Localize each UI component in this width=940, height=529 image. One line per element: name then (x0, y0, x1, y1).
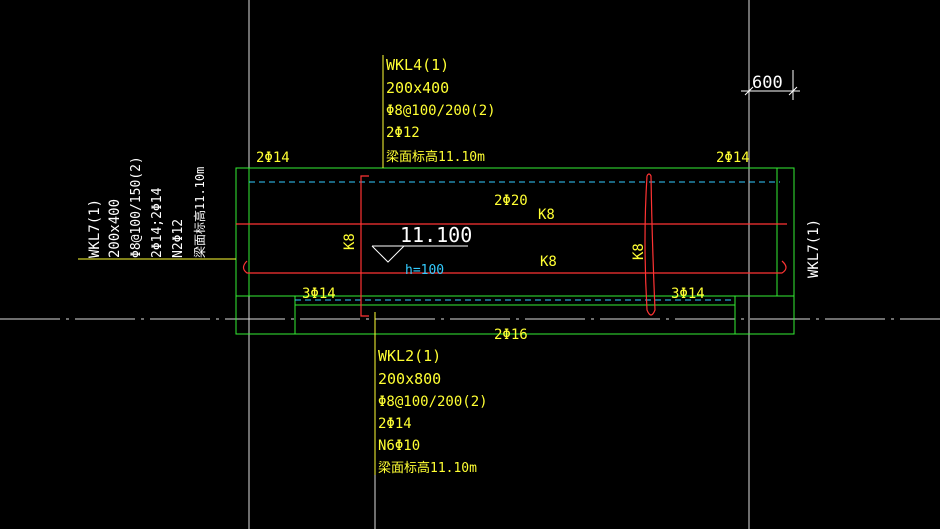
bottom-beam-bar: 2Φ14 (378, 416, 412, 432)
beam-outer-rect (235, 167, 795, 335)
label-lower-k: K8 (540, 254, 557, 270)
rebar-lower (242, 260, 787, 274)
bottom-beam-elevation: 梁面标高11.10m (378, 460, 477, 476)
bottom-beam-stirrup: Φ8@100/200(2) (378, 394, 488, 410)
left-beam-stirrup: Φ8@100/150(2) (129, 156, 144, 258)
label-top-middle: 2Φ20 (494, 193, 528, 209)
column-right (734, 295, 795, 335)
offset-text: h=100 (405, 263, 444, 278)
label-bottom-left: 3Φ14 (302, 286, 336, 302)
dimension-text: 600 (752, 73, 783, 93)
leader-lines (78, 55, 384, 475)
left-beam-side-bar: N2Φ12 (171, 219, 186, 258)
bottom-beam-side-bar: N6Φ10 (378, 438, 420, 454)
dimension-600 (741, 70, 800, 100)
axis-lines (248, 0, 750, 529)
stirrup-left (360, 175, 369, 317)
top-beam-name: WKL4(1) (386, 56, 449, 74)
label-bottom-middle: 2Φ16 (494, 327, 528, 343)
right-beam-name: WKL7(1) (806, 219, 822, 278)
label-right-k: K8 (631, 243, 647, 260)
level-symbol (371, 245, 468, 263)
column-left (235, 295, 296, 335)
top-beam-elevation: 梁面标高11.10m (386, 149, 485, 165)
level-triangle (371, 245, 405, 263)
left-beam-bars: 2Φ14;2Φ14 (150, 187, 165, 258)
slab-level-text: 11.100 (400, 223, 472, 247)
label-top-left: 2Φ14 (256, 150, 290, 166)
dim-tick-left (744, 86, 754, 96)
label-upper-k: K8 (538, 207, 555, 223)
left-beam-size: 200x400 (107, 199, 123, 258)
left-beam-name: WKL7(1) (87, 199, 103, 258)
bottom-beam-name: WKL2(1) (378, 347, 441, 365)
stirrup-right (644, 173, 656, 316)
label-left-k: K8 (342, 233, 358, 250)
label-top-right: 2Φ14 (716, 150, 750, 166)
dim-tick-right (788, 86, 798, 96)
top-beam-size: 200x400 (386, 79, 449, 97)
rebar-group (236, 173, 787, 317)
label-bottom-right: 3Φ14 (671, 286, 705, 302)
top-beam-stirrup: Φ8@100/200(2) (386, 103, 496, 119)
left-beam-elevation: 梁面标高11.10m (192, 167, 207, 258)
top-beam-bar: 2Φ12 (386, 125, 420, 141)
hidden-lines (249, 181, 780, 301)
left-beam-annotation: WKL7(1) 200x400 Φ8@100/150(2) 2Φ14;2Φ14 … (87, 156, 207, 258)
beam-outlines (235, 167, 795, 335)
bottom-beam-size: 200x800 (378, 370, 441, 388)
